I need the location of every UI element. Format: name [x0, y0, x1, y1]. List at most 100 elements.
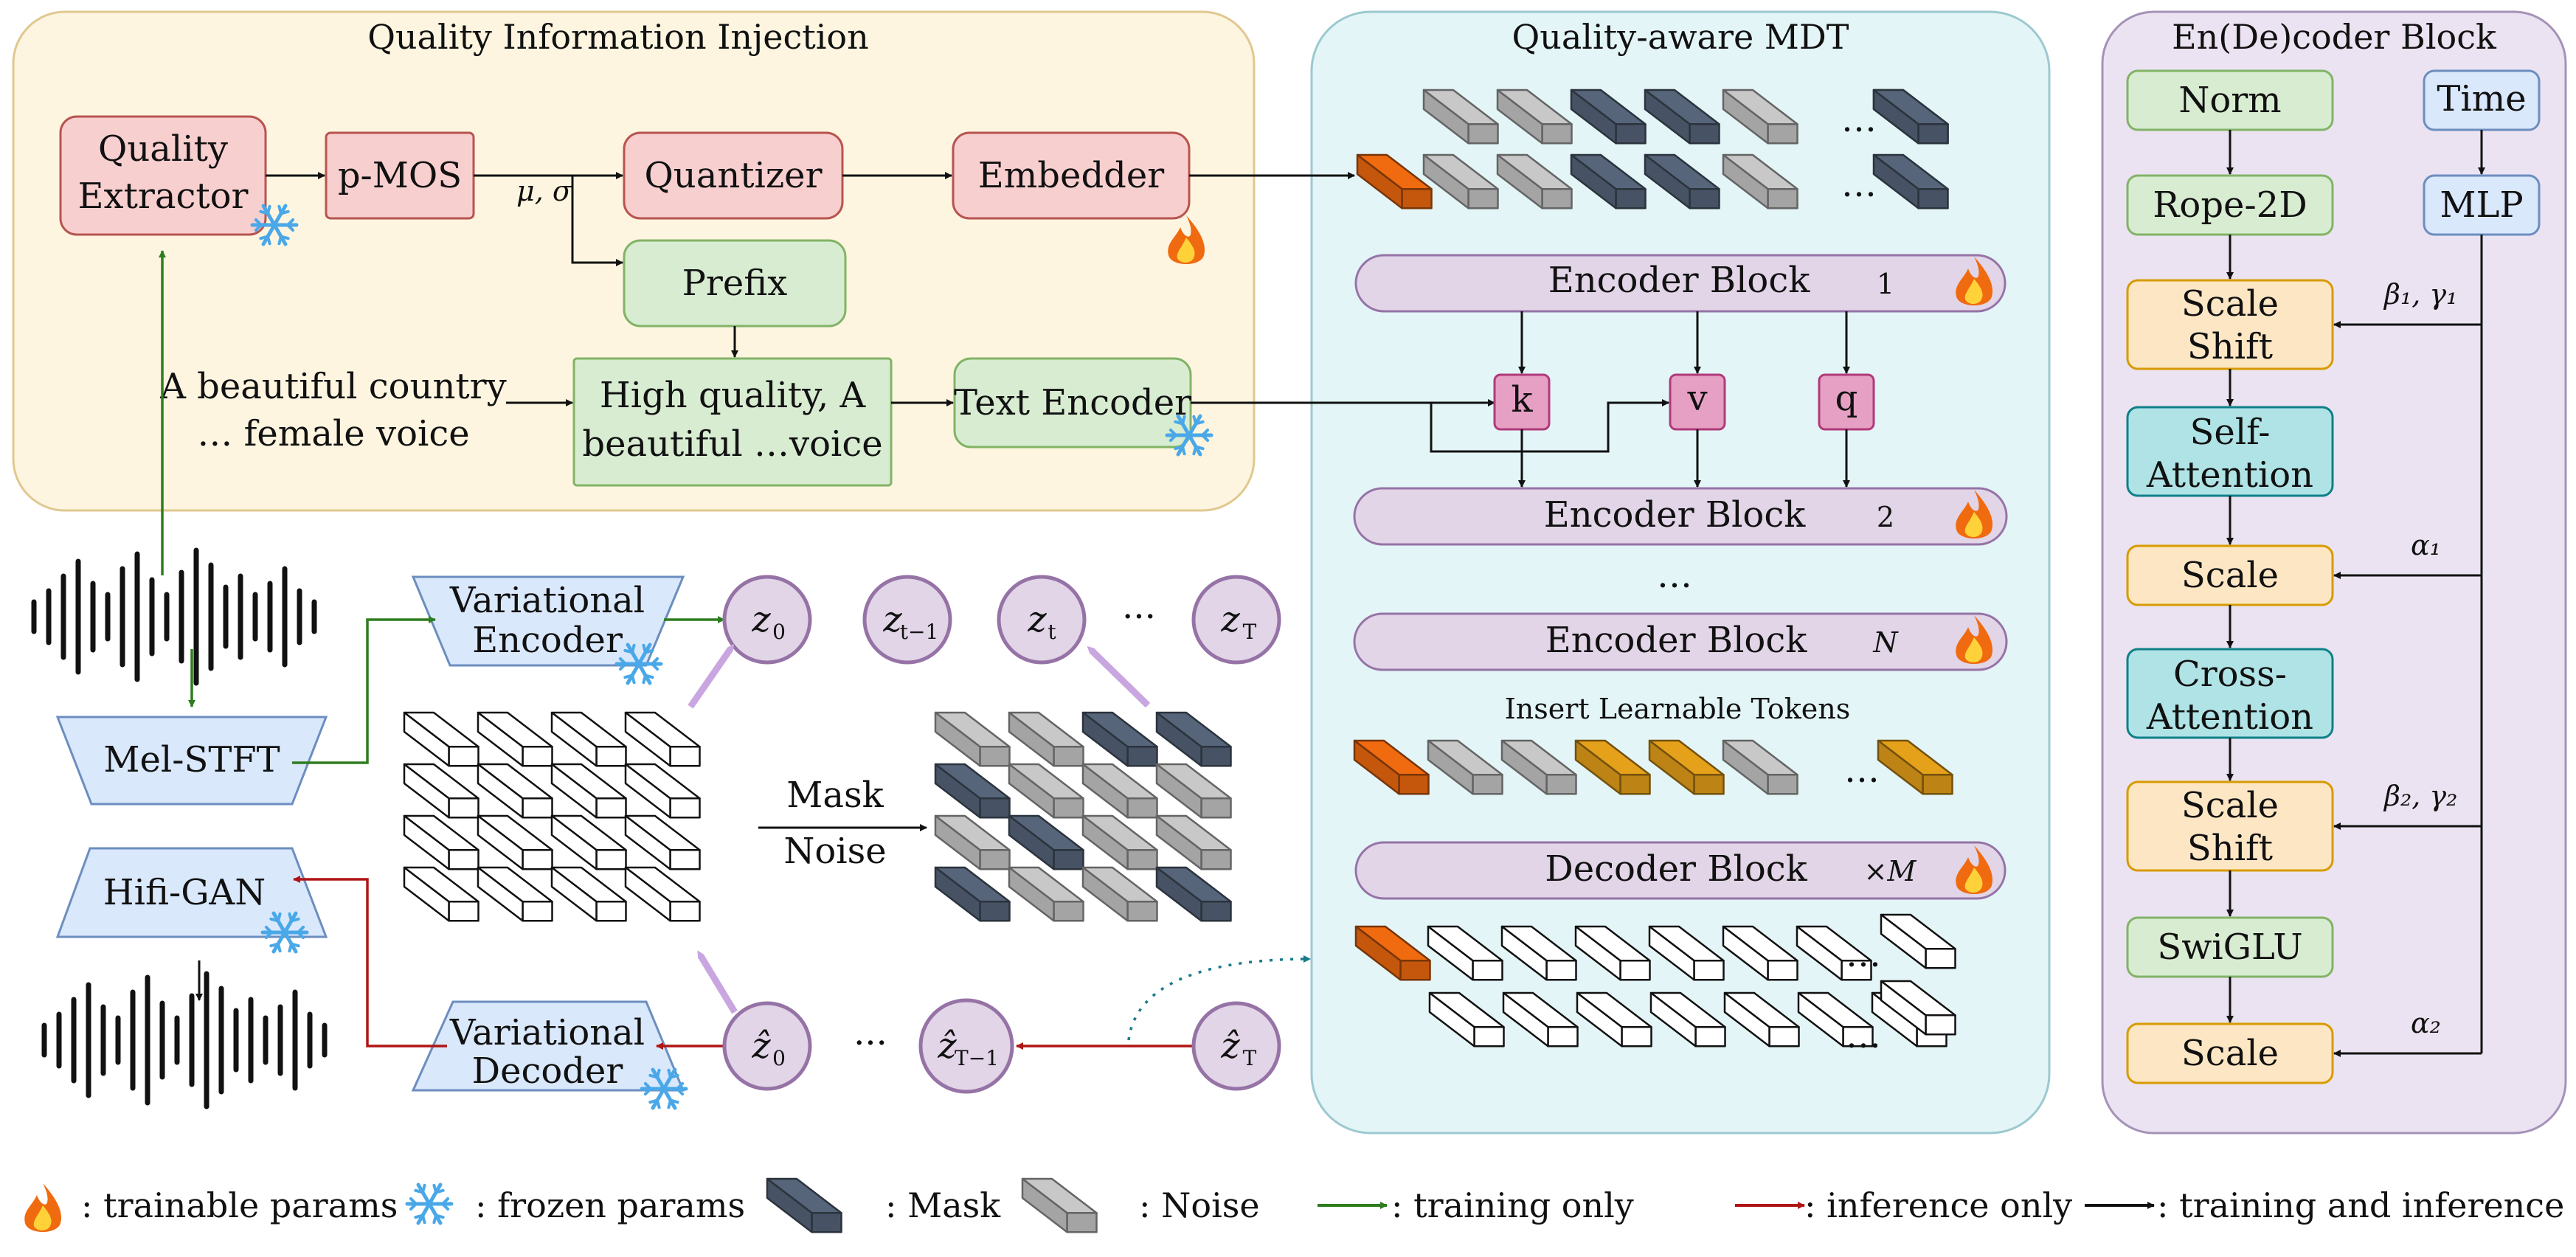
latent-zhat-T-minus-1: ẑ T−1 [918, 998, 1014, 1094]
noise-token [1008, 866, 1084, 922]
output-token [1880, 913, 1956, 969]
encoder-block-n-label: Encoder Block [1545, 620, 1807, 661]
latent-token [477, 711, 553, 767]
latent-token [624, 763, 701, 819]
inserted-token-row: … [1353, 739, 1953, 795]
svg-text:Norm: Norm [2178, 80, 2281, 121]
mdt-title: Quality-aware MDT [1512, 17, 1849, 57]
latent-token [624, 814, 701, 870]
mask-token [1155, 866, 1232, 922]
orange-token [1354, 925, 1431, 981]
arrow [1430, 399, 1669, 453]
latent-token [403, 711, 479, 767]
output-token [1500, 925, 1577, 981]
mask-token [934, 763, 1011, 819]
v-box: v [1669, 373, 1726, 431]
var-encoder-label-1: Variational [449, 580, 645, 621]
mel-stft-label: Mel-STFT [103, 739, 280, 780]
hifigan-box [55, 847, 328, 938]
svg-text:0: 0 [772, 1046, 786, 1070]
snowflake-icon [260, 911, 309, 954]
training-arrow [292, 616, 436, 764]
mu-sigma-label: μ, σ [516, 175, 572, 207]
quality-extractor-label-1: Quality [98, 128, 228, 170]
output-token [1796, 925, 1872, 981]
hq-prompt-line-1: High quality, A [600, 375, 867, 416]
mask-token [766, 1177, 842, 1233]
svg-text:Scale: Scale [2181, 555, 2279, 596]
masked-token-grid [934, 711, 1232, 922]
legend-mask: : Mask [885, 1185, 1001, 1225]
mask-label: Mask [786, 775, 884, 816]
fire-icon [1956, 615, 1992, 664]
token-dots: … [1846, 1015, 1881, 1056]
svg-text:q: q [1835, 378, 1858, 419]
svg-text:Cross-: Cross- [2173, 654, 2287, 695]
noise-token [1008, 711, 1084, 767]
svg-text:Shift: Shift [2187, 326, 2273, 367]
latent-zhat-T: ẑ T [1191, 1001, 1281, 1091]
latent-token [624, 711, 701, 767]
mask-token [1872, 89, 1949, 145]
link-arrow [697, 950, 738, 1014]
pmos-label: p-MOS [338, 155, 462, 196]
output-token [1797, 991, 1874, 1048]
hifigan-label: Hifi-GAN [103, 872, 266, 913]
svg-text:z: z [1220, 599, 1240, 640]
dotted-arrow [1127, 955, 1311, 1041]
svg-text:z: z [882, 599, 902, 640]
noise-label: Noise [783, 831, 886, 872]
var-decoder-label-2: Decoder [472, 1050, 623, 1092]
output-token [1649, 991, 1726, 1048]
token-dots: … [1841, 99, 1877, 140]
orange-token [1353, 739, 1430, 795]
prompt-line-1: A beautiful country [159, 366, 506, 407]
embedder-label: Embedder [978, 155, 1165, 196]
beta2-gamma2-label: β₂, γ₂ [2383, 780, 2457, 812]
output-token [1427, 925, 1503, 981]
alpha1-label: α₁ [2411, 529, 2441, 561]
norm-box: Norm [2126, 69, 2334, 131]
svg-text:ẑ: ẑ [1220, 1025, 1240, 1067]
encoder-block-n [1353, 612, 2008, 671]
latent-token [550, 866, 627, 922]
fire-icon [1956, 845, 1992, 894]
output-token-stack: …… [1354, 913, 1956, 1056]
noise-token [1427, 739, 1503, 795]
block-title: En(De)coder Block [2172, 17, 2497, 57]
latent-z0: z 0 [722, 575, 812, 665]
hq-prompt-box [572, 357, 893, 487]
qii-title: Quality Information Injection [367, 17, 869, 57]
latent-token [477, 866, 553, 922]
mask-token [1008, 814, 1084, 870]
noise-token [1422, 89, 1499, 145]
latent-token [477, 763, 553, 819]
svg-text:Scale: Scale [2181, 283, 2279, 325]
encoder-block-1-index: 1 [1877, 268, 1894, 300]
orange-token [1356, 153, 1433, 210]
svg-text:z: z [1027, 599, 1047, 640]
q-box: q [1818, 373, 1875, 431]
learnable-token [1877, 739, 1953, 795]
time-box: Time [2423, 69, 2541, 131]
link-arrow [1087, 645, 1151, 708]
output-token [1648, 925, 1725, 981]
fire-icon [24, 1183, 61, 1232]
rope-box: Rope-2D [2126, 174, 2334, 236]
svg-text:T−1: T−1 [955, 1046, 999, 1070]
snowflake-icon [405, 1182, 454, 1225]
arrow [571, 176, 623, 266]
scale-shift-2-box: Scale Shift [2126, 780, 2334, 872]
noise-token [1496, 89, 1573, 145]
encoder-block-1-label: Encoder Block [1548, 260, 1810, 301]
noise-token [1081, 763, 1158, 819]
mask-token-icon [766, 1177, 842, 1233]
token-dots: … [1846, 934, 1881, 975]
latent-token [477, 814, 553, 870]
svg-text:k: k [1511, 379, 1533, 420]
decoder-block [1354, 841, 2007, 900]
insert-tokens-label: Insert Learnable Tokens [1505, 693, 1850, 725]
link-arrow [688, 643, 735, 709]
mask-token [1570, 153, 1647, 210]
